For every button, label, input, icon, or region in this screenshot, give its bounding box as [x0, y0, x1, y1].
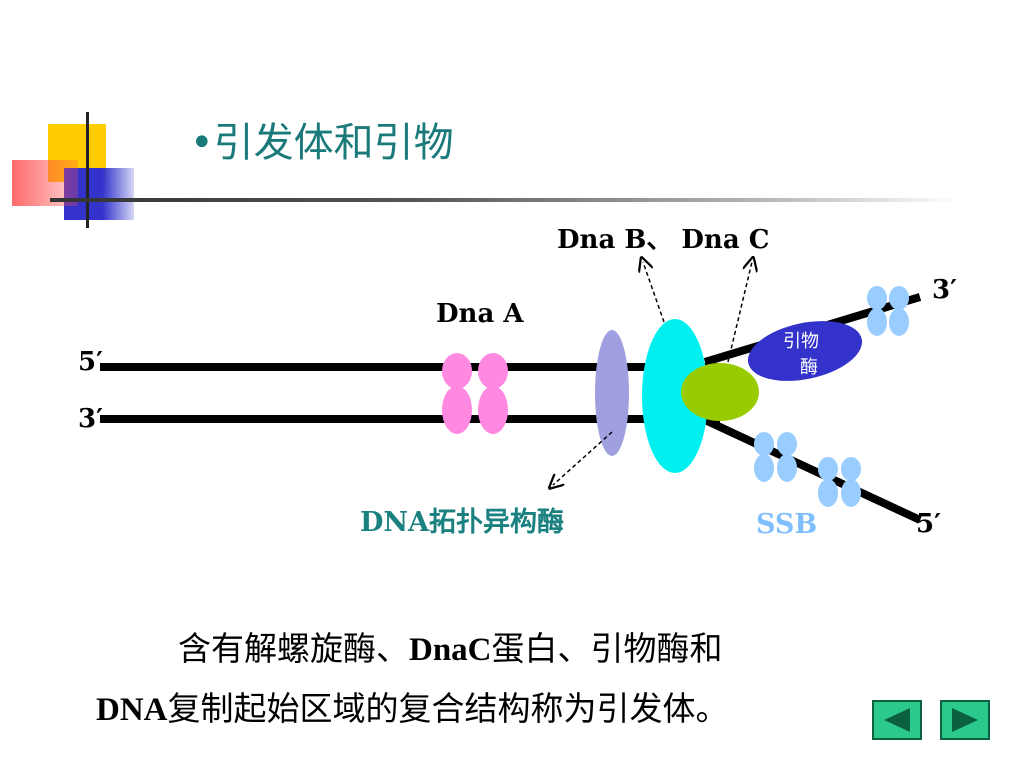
label-primase-1: 引物: [783, 331, 819, 352]
label-dna-b-c: Dna B、 Dna C: [557, 225, 770, 255]
label-5-prime-right: 5′: [916, 509, 941, 539]
arrow-to-dna-c: [727, 262, 752, 363]
label-dna-a: Dna A: [436, 299, 524, 329]
caption-1a: 含有解螺旋酶、: [178, 629, 409, 668]
caption-line-2: DNA复制起始区域的复合结构称为引发体。: [96, 682, 856, 730]
triangle-left-icon: [884, 708, 910, 732]
arrow-to-dna-b: [643, 262, 665, 323]
dnac-shape: [681, 363, 759, 421]
label-primase-2: 酶: [800, 357, 818, 378]
prev-slide-button[interactable]: [872, 700, 922, 740]
next-slide-button[interactable]: [940, 700, 990, 740]
label-5-prime-left: 5′: [78, 347, 103, 377]
dna-a-protein: [442, 353, 508, 434]
helicase-shape: [642, 319, 708, 473]
primase-shape: [747, 321, 863, 381]
topoisomerase-shape: [595, 330, 629, 456]
label-topoisomerase: DNA拓扑异构酶: [360, 507, 565, 538]
label-3-prime-left: 3′: [78, 404, 103, 434]
caption-1b: DnaC: [409, 632, 492, 668]
decor-vertical-line: [86, 112, 89, 228]
ssb-upper: [867, 286, 909, 336]
caption-1c: 蛋白、引物酶和: [491, 629, 723, 668]
caption-2a: DNA: [96, 692, 168, 728]
label-ssb: SSB: [756, 509, 818, 540]
title-underline: [50, 198, 960, 202]
ssb-lower-2: [818, 457, 861, 507]
caption-2b: 复制起始区域的复合结构称为引发体。: [167, 689, 729, 728]
arrow-to-topoisomerase: [553, 431, 613, 485]
label-3-prime-right: 3′: [932, 275, 957, 305]
fork-lower-strand: [703, 416, 922, 524]
ssb-lower-1: [754, 432, 797, 482]
page-title: •引发体和引物: [190, 120, 454, 166]
triangle-right-icon: [952, 708, 978, 732]
caption-line-1: 含有解螺旋酶、DnaC蛋白、引物酶和: [178, 622, 938, 670]
